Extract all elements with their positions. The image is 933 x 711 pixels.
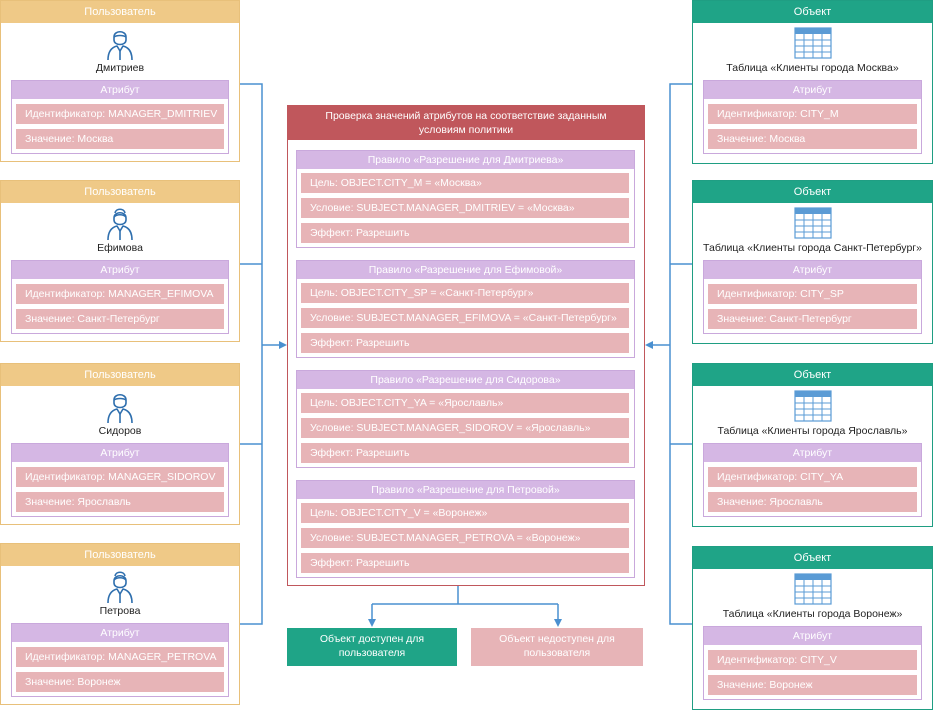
user-card-header: Пользователь bbox=[1, 1, 239, 23]
rule-condition: Условие: SUBJECT.MANAGER_SIDOROV = «Ярос… bbox=[301, 418, 629, 438]
rule-target: Цель: OBJECT.CITY_YA = «Ярославль» bbox=[301, 393, 629, 413]
object-name: Таблица «Клиенты города Воронеж» bbox=[722, 608, 903, 620]
user-card-petrova: Пользователь Петрова Атрибут Идентификат… bbox=[0, 543, 240, 705]
rule-title: Правило «Разрешение для Петровой» bbox=[297, 481, 634, 499]
user-card-sidorov: Пользователь Сидоров Атрибут Идентификат… bbox=[0, 363, 240, 525]
rule-target: Цель: OBJECT.CITY_SP = «Санкт-Петербург» bbox=[301, 283, 629, 303]
attribute-identifier: Идентификатор: MANAGER_SIDOROV bbox=[16, 467, 224, 487]
rule-sidorov: Правило «Разрешение для Сидорова» Цель: … bbox=[296, 370, 635, 468]
rule-dmitriev: Правило «Разрешение для Дмитриева» Цель:… bbox=[296, 150, 635, 248]
user-card-header: Пользователь bbox=[1, 181, 239, 203]
attribute-identifier: Идентификатор: CITY_M bbox=[708, 104, 917, 124]
male-user-icon bbox=[106, 27, 134, 64]
object-card-yaroslavl: Объект Таблица «Клиенты города Ярославль… bbox=[692, 363, 933, 527]
rule-title: Правило «Разрешение для Сидорова» bbox=[297, 371, 634, 389]
user-card-efimova: Пользователь Ефимова Атрибут Идентификат… bbox=[0, 180, 240, 342]
attribute-identifier: Идентификатор: MANAGER_EFIMOVA bbox=[16, 284, 224, 304]
attribute-header: Атрибут bbox=[704, 627, 921, 645]
attribute-header: Атрибут bbox=[12, 81, 228, 99]
attribute-header: Атрибут bbox=[704, 261, 921, 279]
policy-check-box: Проверка значений атрибутов на соответст… bbox=[287, 105, 645, 586]
attribute-box: Атрибут Идентификатор: MANAGER_EFIMOVA З… bbox=[11, 260, 229, 334]
attribute-box: Атрибут Идентификатор: MANAGER_DMITRIEV … bbox=[11, 80, 229, 154]
object-card-header: Объект bbox=[693, 181, 932, 203]
rule-title: Правило «Разрешение для Дмитриева» bbox=[297, 151, 634, 169]
user-card-header: Пользователь bbox=[1, 364, 239, 386]
attribute-box: Атрибут Идентификатор: MANAGER_SIDOROV З… bbox=[11, 443, 229, 517]
rule-petrova: Правило «Разрешение для Петровой» Цель: … bbox=[296, 480, 635, 578]
rule-effect: Эффект: Разрешить bbox=[301, 553, 629, 573]
object-name: Таблица «Клиенты города Ярославль» bbox=[717, 425, 908, 437]
attribute-value: Значение: Ярославль bbox=[708, 492, 917, 512]
attribute-identifier: Идентификатор: CITY_YA bbox=[708, 467, 917, 487]
rule-target: Цель: OBJECT.CITY_V = «Воронеж» bbox=[301, 503, 629, 523]
object-card-header: Объект bbox=[693, 547, 932, 569]
attribute-header: Атрибут bbox=[12, 624, 228, 642]
result-denied: Объект недоступен для пользователя bbox=[471, 628, 643, 666]
object-name: Таблица «Клиенты города Москва» bbox=[726, 62, 899, 74]
attribute-header: Атрибут bbox=[704, 81, 921, 99]
male-user-icon bbox=[106, 390, 134, 427]
attribute-box: Атрибут Идентификатор: MANAGER_PETROVA З… bbox=[11, 623, 229, 697]
attribute-value: Значение: Санкт-Петербург bbox=[708, 309, 917, 329]
user-name: Сидоров bbox=[98, 425, 142, 437]
rule-title: Правило «Разрешение для Ефимовой» bbox=[297, 261, 634, 279]
rule-effect: Эффект: Разрешить bbox=[301, 333, 629, 353]
object-card-header: Объект bbox=[693, 1, 932, 23]
attribute-value: Значение: Воронеж bbox=[16, 672, 224, 692]
user-name: Дмитриев bbox=[95, 62, 145, 74]
result-allowed: Объект доступен для пользователя bbox=[287, 628, 457, 666]
female-user-icon bbox=[106, 570, 134, 607]
user-name: Петрова bbox=[99, 605, 141, 617]
attribute-value: Значение: Воронеж bbox=[708, 675, 917, 695]
attribute-identifier: Идентификатор: CITY_SP bbox=[708, 284, 917, 304]
attribute-identifier: Идентификатор: MANAGER_DMITRIEV bbox=[16, 104, 224, 124]
attribute-identifier: Идентификатор: CITY_V bbox=[708, 650, 917, 670]
object-card-saint-petersburg: Объект Таблица «Клиенты города Санкт-Пет… bbox=[692, 180, 933, 344]
attribute-identifier: Идентификатор: MANAGER_PETROVA bbox=[16, 647, 224, 667]
object-card-moscow: Объект Таблица «Клиенты города Москва» А… bbox=[692, 0, 933, 164]
object-card-voronezh: Объект Таблица «Клиенты города Воронеж» … bbox=[692, 546, 933, 710]
attribute-value: Значение: Ярославль bbox=[16, 492, 224, 512]
rule-efimova: Правило «Разрешение для Ефимовой» Цель: … bbox=[296, 260, 635, 358]
rule-target: Цель: OBJECT.CITY_M = «Москва» bbox=[301, 173, 629, 193]
rule-condition: Условие: SUBJECT.MANAGER_EFIMOVA = «Санк… bbox=[301, 308, 629, 328]
attribute-box: Атрибут Идентификатор: CITY_M Значение: … bbox=[703, 80, 922, 154]
female-user-icon bbox=[106, 207, 134, 244]
rule-condition: Условие: SUBJECT.MANAGER_DMITRIEV = «Мос… bbox=[301, 198, 629, 218]
attribute-value: Значение: Москва bbox=[708, 129, 917, 149]
rule-condition: Условие: SUBJECT.MANAGER_PETROVA = «Воро… bbox=[301, 528, 629, 548]
attribute-header: Атрибут bbox=[12, 444, 228, 462]
table-icon bbox=[793, 390, 832, 425]
user-card-header: Пользователь bbox=[1, 544, 239, 566]
table-icon bbox=[793, 27, 832, 62]
policy-title: Проверка значений атрибутов на соответст… bbox=[288, 106, 644, 140]
attribute-box: Атрибут Идентификатор: CITY_V Значение: … bbox=[703, 626, 922, 700]
attribute-box: Атрибут Идентификатор: CITY_YA Значение:… bbox=[703, 443, 922, 517]
user-card-dmitriev: Пользователь Дмитриев Атрибут Идентифика… bbox=[0, 0, 240, 162]
object-card-header: Объект bbox=[693, 364, 932, 386]
table-icon bbox=[793, 573, 832, 608]
attribute-header: Атрибут bbox=[12, 261, 228, 279]
object-name: Таблица «Клиенты города Санкт-Петербург» bbox=[703, 242, 922, 254]
rule-effect: Эффект: Разрешить bbox=[301, 443, 629, 463]
attribute-box: Атрибут Идентификатор: CITY_SP Значение:… bbox=[703, 260, 922, 334]
table-icon bbox=[793, 207, 832, 242]
rule-effect: Эффект: Разрешить bbox=[301, 223, 629, 243]
attribute-value: Значение: Санкт-Петербург bbox=[16, 309, 224, 329]
user-name: Ефимова bbox=[97, 242, 143, 254]
attribute-value: Значение: Москва bbox=[16, 129, 224, 149]
attribute-header: Атрибут bbox=[704, 444, 921, 462]
